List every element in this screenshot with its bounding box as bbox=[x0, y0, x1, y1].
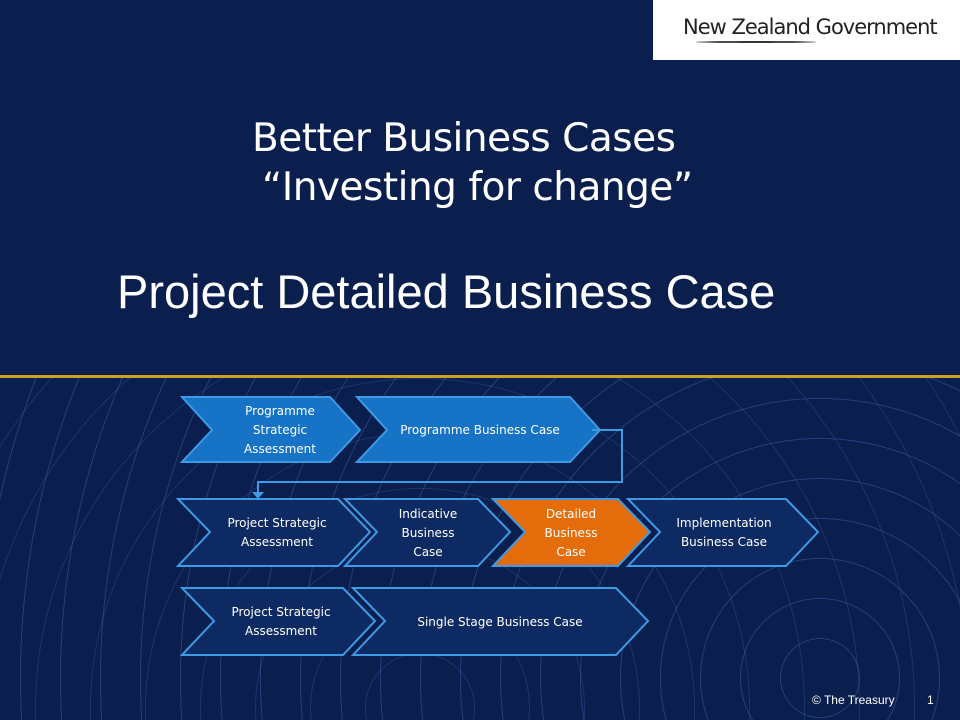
chevron-project-strategic-assessment-single bbox=[179, 587, 377, 656]
chevron-programme-business-case bbox=[354, 396, 602, 463]
label-indicative-business-case: Indicative Business Case bbox=[398, 506, 458, 559]
label-programme-business-case: Programme Business Case bbox=[400, 422, 560, 437]
title-line2: “Investing for change” bbox=[262, 165, 693, 210]
chevron-detailed-business-case bbox=[490, 498, 652, 567]
arrowhead-icon bbox=[252, 492, 264, 499]
copyright: © The Treasury bbox=[812, 693, 895, 707]
chevron-programme-strategic-assessment bbox=[179, 396, 362, 463]
chevron-indicative-business-case bbox=[342, 498, 512, 567]
chevron-implementation-business-case bbox=[625, 498, 820, 567]
label-project-strategic-assessment: Project Strategic Assessment bbox=[227, 516, 327, 549]
gold-divider bbox=[0, 375, 960, 378]
logo-underline bbox=[696, 41, 816, 43]
label-programme-strategic-assessment: Programme Strategic Assessment bbox=[244, 403, 316, 456]
page-number: 1 bbox=[927, 693, 934, 707]
logo-text: New Zealand Government bbox=[683, 15, 938, 39]
label-single-stage-business-case: Single Stage Business Case bbox=[417, 614, 583, 629]
slide-subtitle: Project Detailed Business Case bbox=[117, 265, 776, 318]
title-line1: Better Business Cases bbox=[252, 116, 676, 161]
nz-government-logo: New Zealand Government bbox=[653, 0, 960, 60]
label-implementation-business-case: Implementation Business Case bbox=[676, 516, 772, 549]
connector-arrow bbox=[257, 429, 623, 494]
label-project-strategic-assessment-single: Project Strategic Assessment bbox=[231, 605, 331, 638]
label-detailed-business-case: Detailed Business Case bbox=[544, 506, 598, 559]
chevron-single-stage-business-case bbox=[350, 587, 650, 656]
chevron-project-strategic-assessment bbox=[175, 498, 372, 567]
